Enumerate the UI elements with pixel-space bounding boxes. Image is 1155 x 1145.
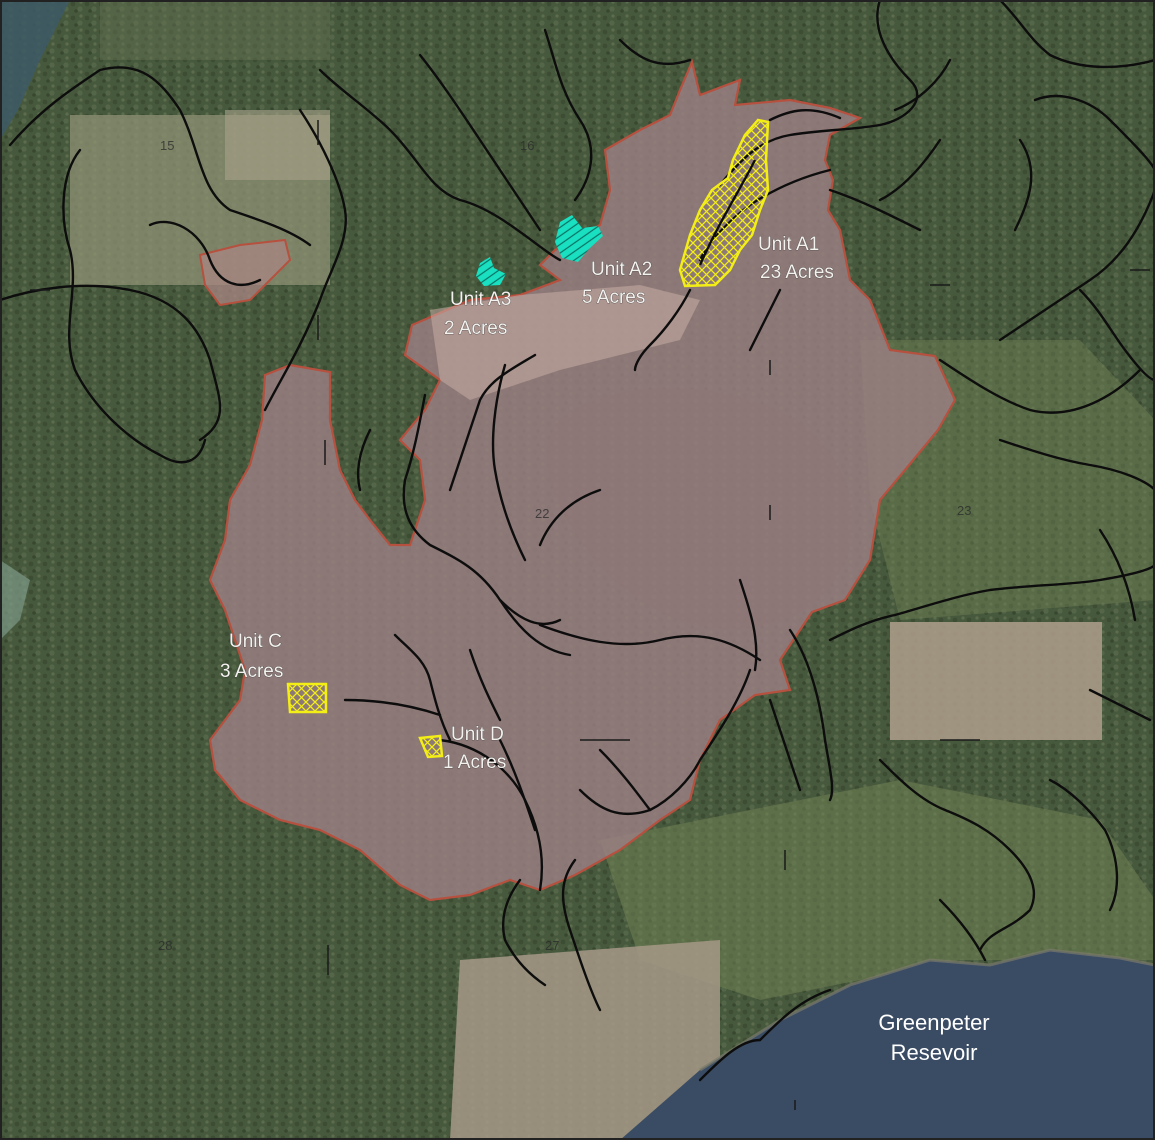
svg-text:Unit A3: Unit A3: [450, 289, 511, 310]
section-number-28: 28: [158, 938, 172, 953]
section-number-27: 27: [545, 938, 559, 953]
greenpeter-reservoir: [620, 950, 1155, 1140]
unit-c-polygon: [286, 682, 328, 714]
section-number-22: 22: [535, 506, 549, 521]
unit-a1-label: Unit A1 23 Acres: [758, 234, 835, 284]
section-number-15: 15: [160, 138, 174, 153]
svg-text:Unit A2: Unit A2: [591, 259, 652, 280]
burn-area: [208, 58, 957, 902]
unit-a2-label: Unit A2 5 Acres: [582, 259, 653, 309]
section-number-23: 23: [957, 503, 971, 518]
unit-c-label: Unit C 3 Acres: [220, 631, 284, 683]
svg-text:1 Acres: 1 Acres: [443, 752, 506, 773]
unit-d-label: Unit D 1 Acres: [443, 724, 507, 774]
road-network: [0, 0, 1155, 1082]
svg-text:Resevoir: Resevoir: [891, 1040, 978, 1065]
svg-text:Greenpeter: Greenpeter: [878, 1010, 989, 1035]
svg-text:3 Acres: 3 Acres: [220, 661, 283, 682]
survey-ticks: [30, 120, 1150, 1110]
svg-text:23 Acres: 23 Acres: [760, 262, 834, 283]
unit-a3-label: Unit A3 2 Acres: [444, 289, 512, 340]
river-nw: [0, 0, 70, 140]
svg-text:Unit D: Unit D: [451, 724, 504, 745]
unit-d-polygon: [418, 734, 444, 759]
svg-text:5 Acres: 5 Acres: [582, 287, 645, 308]
burn-area-small: [198, 238, 292, 307]
svg-text:2 Acres: 2 Acres: [444, 318, 507, 339]
unit-a1-polygon: [678, 118, 770, 288]
svg-text:Unit A1: Unit A1: [758, 234, 819, 255]
section-number-16: 16: [520, 138, 534, 153]
reservoir-label: Greenpeter Resevoir: [878, 1010, 989, 1065]
unit-a2-polygon: [555, 215, 603, 262]
unit-a3-polygon: [476, 257, 506, 286]
svg-text:Unit C: Unit C: [229, 631, 282, 652]
